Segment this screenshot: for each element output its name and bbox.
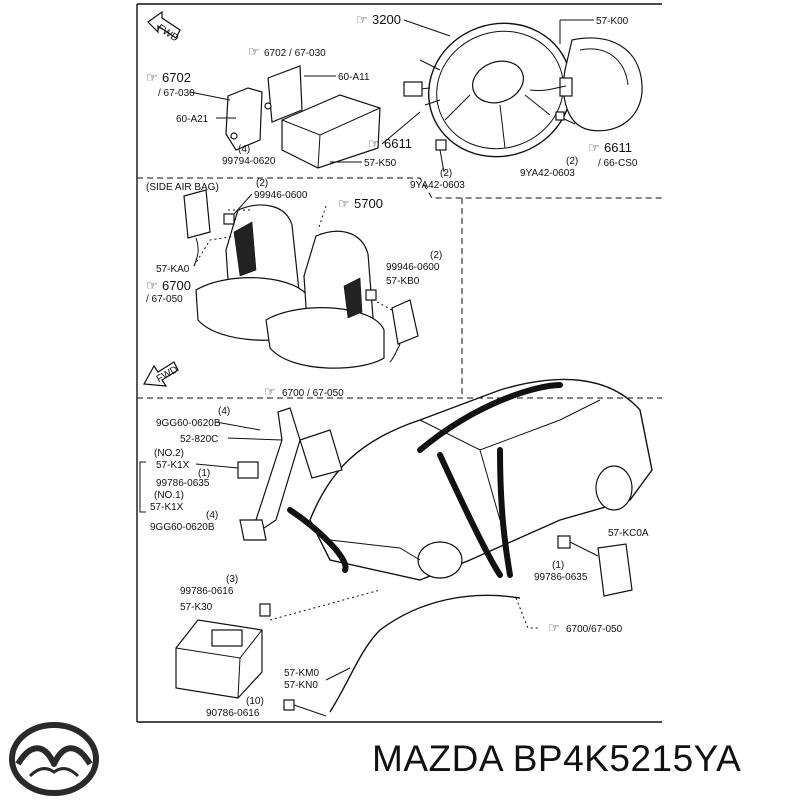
part-label: (3)	[226, 574, 238, 585]
part-label: 57-K1X	[150, 502, 184, 513]
part-label: 57-KM0	[284, 668, 319, 679]
part-label: 57-KN0	[284, 680, 318, 691]
part-label: (2)	[430, 250, 442, 261]
part-label: 99786-0635	[534, 572, 588, 583]
svg-text:☞: ☞	[548, 620, 560, 635]
svg-text:6611: 6611	[384, 136, 412, 151]
steering-wheel	[403, 22, 573, 158]
svg-text:☞: ☞	[146, 278, 158, 293]
part-number: BP4K5215YA	[512, 738, 742, 779]
part-label: 52-820C	[180, 434, 218, 445]
svg-text:☞: ☞	[264, 384, 276, 399]
section-label-side-air-bag: (SIDE AIR BAG)	[146, 182, 219, 193]
crash-sensor-bracket	[237, 407, 343, 541]
svg-text:☞: ☞	[338, 196, 350, 211]
svg-text:/ 67-050: / 67-050	[146, 294, 183, 305]
svg-text:6702 / 67-030: 6702 / 67-030	[264, 48, 326, 59]
svg-text:6700/67-050: 6700/67-050	[566, 624, 623, 635]
svg-text:☞: ☞	[368, 136, 380, 151]
part-label: 57-K1X	[156, 460, 190, 471]
brand-name: MAZDA	[372, 738, 502, 779]
part-label: (1)	[552, 560, 564, 571]
part-label: 9YA42-0603	[520, 168, 575, 179]
part-label: (2)	[256, 178, 268, 189]
callout-6702-upper: ☞ 6702 / 67-030	[248, 44, 326, 59]
part-label: 60-A21	[176, 114, 209, 125]
part-label: 57-KB0	[386, 276, 420, 287]
callout-3200: ☞ 3200	[356, 12, 451, 37]
part-label: 9GG60-0620B	[156, 418, 221, 429]
part-label: 99794-0620	[222, 156, 276, 167]
fwd-arrow-label: FWD	[155, 23, 180, 45]
callout-6700-mid: ☞ 6700 / 67-050	[264, 384, 344, 399]
callout-5700: ☞ 5700	[338, 196, 383, 211]
svg-text:/ 67-030: / 67-030	[158, 88, 195, 99]
fwd-arrow-top: FWD	[147, 10, 181, 45]
fwd-arrow-label: FWD	[155, 364, 180, 385]
part-label: (1)	[198, 468, 210, 479]
part-label: 99946-0600	[386, 262, 440, 273]
sas-control-module	[175, 603, 271, 699]
part-label: 99786-0635	[156, 478, 210, 489]
callout-6702-lower: ☞ 6702 / 67-030	[146, 70, 231, 101]
part-label: 99786-0616	[180, 586, 234, 597]
mazda-logo-icon	[9, 722, 99, 796]
part-label: (2)	[566, 156, 578, 167]
part-label: (NO.2)	[154, 448, 184, 459]
callout-6700-curtain: ☞ 6700/67-050	[548, 620, 623, 635]
part-label: 57-K30	[180, 602, 213, 613]
curtain-airbag-module	[269, 589, 540, 717]
car-body	[309, 378, 653, 581]
svg-text:6700: 6700	[162, 278, 191, 293]
part-label: 90786-0616	[206, 708, 260, 719]
svg-text:☞: ☞	[248, 44, 260, 59]
part-label: 57-K00	[596, 16, 629, 27]
steering-bolts	[435, 111, 576, 173]
part-label: 9GG60-0620B	[150, 522, 215, 533]
svg-text:/ 66-CS0: / 66-CS0	[598, 158, 638, 169]
nut-icon	[223, 213, 235, 225]
side-airbag-module-right	[365, 295, 419, 363]
side-crash-sensor	[557, 535, 633, 597]
knee-airbag-module	[225, 65, 381, 169]
part-label: (4)	[218, 406, 230, 417]
footer-part-title: MAZDA BP4K5215YA	[372, 738, 741, 780]
svg-text:☞: ☞	[146, 70, 158, 85]
part-label: (4)	[238, 144, 250, 155]
part-label: 60-A11	[338, 72, 370, 83]
svg-text:5700: 5700	[354, 196, 383, 211]
svg-text:3200: 3200	[372, 12, 401, 27]
svg-text:☞: ☞	[356, 12, 368, 27]
part-label: (2)	[440, 168, 452, 179]
part-label: 57-K50	[364, 158, 397, 169]
callout-6611-module: ☞ 6611 / 66-CS0	[588, 140, 638, 169]
svg-text:6700 / 67-050: 6700 / 67-050	[282, 388, 344, 399]
side-airbag-module-left	[183, 189, 237, 267]
part-label: (NO.1)	[154, 490, 184, 501]
callout-6611-steering: ☞ 6611	[368, 111, 421, 151]
svg-text:☞: ☞	[588, 140, 600, 155]
fwd-arrow-mid: FWD	[143, 361, 180, 387]
nut-icon	[365, 289, 377, 301]
part-label: 57-KC0A	[608, 528, 649, 539]
driver-airbag-module	[529, 37, 643, 132]
svg-text:6702: 6702	[162, 70, 191, 85]
part-label: 57-KA0	[156, 264, 190, 275]
part-label: (4)	[206, 510, 218, 521]
part-label: 9YA42-0603	[410, 180, 465, 191]
part-label: (10)	[246, 696, 264, 707]
front-seat-right	[265, 230, 385, 369]
curtain-airbag-outline	[287, 382, 563, 578]
callout-6700-left: ☞ 6700 / 67-050	[146, 278, 191, 305]
diagram-frame	[136, 3, 662, 723]
svg-text:6611: 6611	[604, 140, 632, 155]
part-label: 99946-0600	[254, 190, 308, 201]
